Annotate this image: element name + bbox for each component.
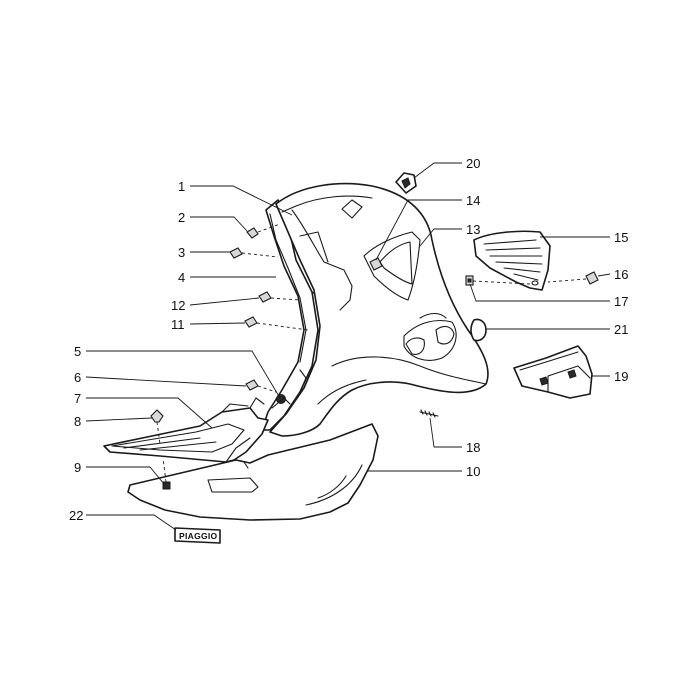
callout-3: 3	[178, 245, 185, 260]
callout-12: 12	[171, 298, 185, 313]
callout-20: 20	[466, 156, 480, 171]
callout-5: 5	[74, 344, 81, 359]
part-21-cap	[470, 318, 487, 342]
part-19-tray	[513, 345, 593, 399]
callout-14: 14	[466, 193, 480, 208]
part-20-emblem	[395, 172, 417, 194]
leader-lines	[85, 162, 611, 531]
part-11-screw	[244, 316, 309, 331]
callout-15: 15	[614, 230, 628, 245]
callout-18: 18	[466, 440, 480, 455]
part-7-floorboard	[103, 397, 269, 463]
callout-8: 8	[74, 414, 81, 429]
callout-13: 13	[466, 222, 480, 237]
part-15-grille	[473, 230, 551, 291]
part-14-clip	[369, 257, 383, 271]
callout-2: 2	[178, 210, 185, 225]
callout-21: 21	[614, 322, 628, 337]
part-17-clip	[465, 275, 531, 286]
part-6-screw	[245, 379, 277, 393]
callout-10: 10	[466, 464, 480, 479]
callout-6: 6	[74, 370, 81, 385]
part-9-nut	[162, 457, 171, 490]
callout-4: 4	[178, 270, 185, 285]
callout-22: 22	[69, 508, 83, 523]
callout-19: 19	[614, 369, 628, 384]
part-10-lower-floor-panel	[127, 423, 379, 521]
part-3-screw	[229, 247, 279, 259]
part-16-screw	[547, 271, 599, 285]
callout-11: 11	[171, 317, 185, 332]
part-22-piaggio-badge: PIAGGIO	[174, 527, 221, 544]
piaggio-badge-text: PIAGGIO	[179, 531, 218, 541]
part-8-screw	[150, 409, 164, 445]
callout-17: 17	[614, 294, 628, 309]
callout-9: 9	[74, 460, 81, 475]
part-2-screw	[246, 223, 281, 239]
part-1-front-shield	[269, 182, 489, 437]
callout-1: 1	[178, 179, 185, 194]
callout-16: 16	[614, 267, 628, 282]
callout-7: 7	[74, 391, 81, 406]
callout-labels: 1 2 3 4 5 6 7 8 9 10 11 12 13 14 15 16 1…	[69, 156, 628, 523]
part-18-spring	[419, 409, 439, 418]
part-12-screw	[258, 291, 301, 303]
